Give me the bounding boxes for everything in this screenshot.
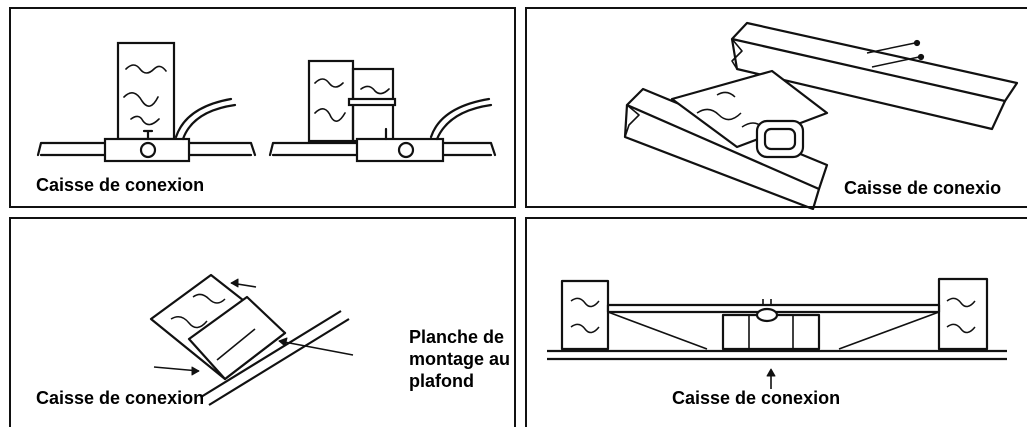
ceiling-line bbox=[547, 349, 1007, 361]
caption-junction-box: Caisse de conexion bbox=[36, 388, 205, 408]
ceiling-board-illustration bbox=[149, 273, 354, 406]
mounting-board bbox=[670, 69, 829, 149]
panel-bar-hanger: Caisse de conexion bbox=[525, 217, 1027, 427]
bar-hanger-illustration bbox=[547, 277, 1007, 389]
right-joist bbox=[937, 277, 989, 351]
joist-mount-illustration bbox=[623, 21, 1019, 210]
stud bbox=[307, 59, 355, 143]
caption-junction-box: Caisse de conexion bbox=[672, 388, 841, 408]
left-joist bbox=[560, 279, 610, 351]
caption-ceiling-mounting-board: Planche de montage au plafond bbox=[409, 327, 511, 391]
caption-junction-box: Caisse de conexio bbox=[844, 178, 1002, 198]
stud-mount-illustration bbox=[36, 41, 497, 163]
panel-stud-mount: Caisse de conexion bbox=[9, 7, 516, 208]
caption-junction-box: Caisse de conexion bbox=[36, 175, 205, 195]
cable bbox=[174, 97, 237, 141]
upper-beam bbox=[730, 21, 1019, 103]
panel-ceiling-board: Caisse de conexion Planche de montage au… bbox=[9, 217, 516, 427]
conduit bbox=[200, 310, 350, 406]
panel-joist-mount: Caisse de conexio bbox=[525, 7, 1027, 210]
